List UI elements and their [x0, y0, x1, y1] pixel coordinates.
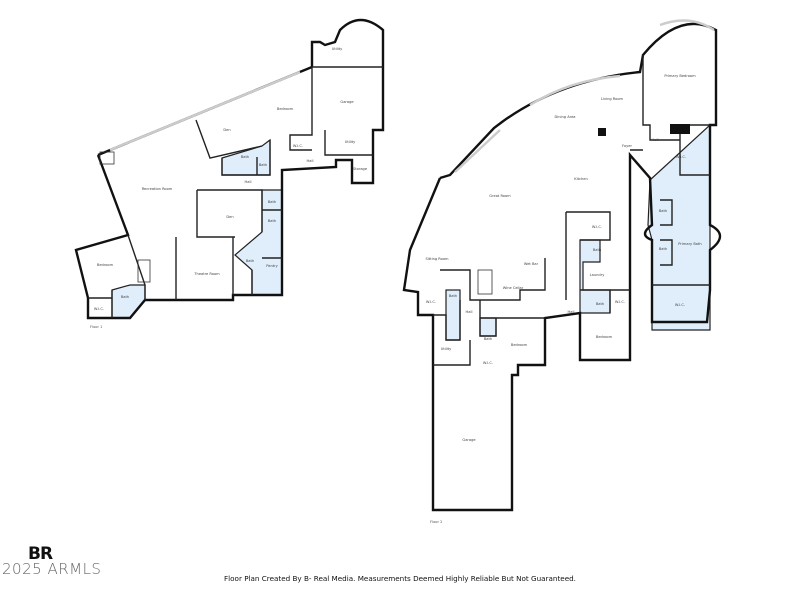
room-label: W.I.C.	[94, 307, 104, 311]
room-label: Bath	[241, 155, 249, 159]
room-label: Pantry	[266, 264, 278, 268]
room-label: Bath	[596, 302, 604, 306]
logo-mark: BR	[28, 544, 53, 564]
structural-column	[670, 124, 690, 134]
room-label: Great Room	[489, 194, 511, 198]
floor-label: Floor 2	[430, 520, 442, 524]
room-label: Sitting Room	[425, 257, 449, 261]
room-label: Hall	[466, 310, 473, 314]
room-label: Bath	[121, 295, 129, 299]
floor-2-labels: Primary Bedroom Living Room Dining Area …	[425, 74, 701, 524]
room-label: Hall	[568, 310, 575, 314]
room-label: W.I.C.	[483, 361, 493, 365]
room-label: Garage	[462, 438, 476, 442]
room-label: Bedroom	[97, 263, 114, 267]
room-label: Bath	[246, 259, 254, 263]
room-label: W.I.C.	[293, 144, 303, 148]
room-label: Dining Area	[554, 115, 575, 119]
stairs	[137, 259, 151, 283]
floor-1-plan	[74, 18, 385, 320]
floor-label: Floor 1	[90, 325, 102, 329]
floor-1-labels: Utility Garage Bedroom Den Bath Bath W.I…	[90, 47, 368, 329]
room-label: Utility	[441, 347, 452, 351]
room-label: Hall	[307, 159, 314, 163]
room-label: Bath	[593, 248, 601, 252]
room-label: Bath	[268, 200, 276, 204]
floor-2-plan	[402, 19, 722, 512]
room-label: Bath	[484, 337, 492, 341]
room-label: Den	[223, 128, 230, 132]
room-label: Garage	[340, 100, 354, 104]
wet-area	[234, 189, 283, 296]
room-label: Den	[226, 215, 233, 219]
room-label: Laundry	[590, 273, 606, 277]
room-label: Kitchen	[574, 177, 588, 181]
wet-area	[111, 284, 146, 319]
room-label: Bedroom	[511, 343, 528, 347]
room-label: Storage	[353, 167, 368, 171]
room-label: W.I.C.	[615, 300, 625, 304]
room-label: Hall	[245, 180, 252, 184]
room-label: Hall	[652, 138, 659, 142]
brokerage-logo: BR 2025 ARMLS	[2, 546, 102, 577]
room-label: Bath	[659, 209, 667, 213]
room-label: W.I.C.	[592, 225, 602, 229]
room-label: Utility	[332, 47, 343, 51]
room-label: Theatre Room	[193, 272, 220, 276]
room-label: Bedroom	[596, 335, 613, 339]
room-label: Bath	[268, 219, 276, 223]
fireplace-column	[598, 128, 606, 136]
logo-copyright: 2025 ARMLS	[2, 560, 102, 578]
room-label: Recreation Room	[142, 187, 173, 191]
floor-plan-credit: Floor Plan Created By B- Real Media. Mea…	[224, 574, 576, 583]
room-label: Living Room	[601, 97, 624, 101]
room-label: Bath	[259, 163, 267, 167]
room-label: Primary Bedroom	[664, 74, 696, 78]
room-label: Utility	[345, 140, 356, 144]
room-label: W.I.C.	[426, 300, 436, 304]
room-label: Wine Cellar	[503, 286, 524, 290]
room-label: Bath	[449, 294, 457, 298]
room-label: W.I.C.	[676, 155, 686, 159]
room-label: Primary Bath	[678, 242, 701, 246]
room-label: Foyer	[622, 144, 632, 148]
room-label: Bedroom	[277, 107, 294, 111]
room-label: Bath	[659, 247, 667, 251]
stairs	[477, 269, 493, 295]
room-label: W.I.C.	[675, 303, 685, 307]
wet-area	[479, 317, 497, 337]
room-label: Wet Bar	[524, 262, 539, 266]
fireplace	[99, 151, 115, 165]
